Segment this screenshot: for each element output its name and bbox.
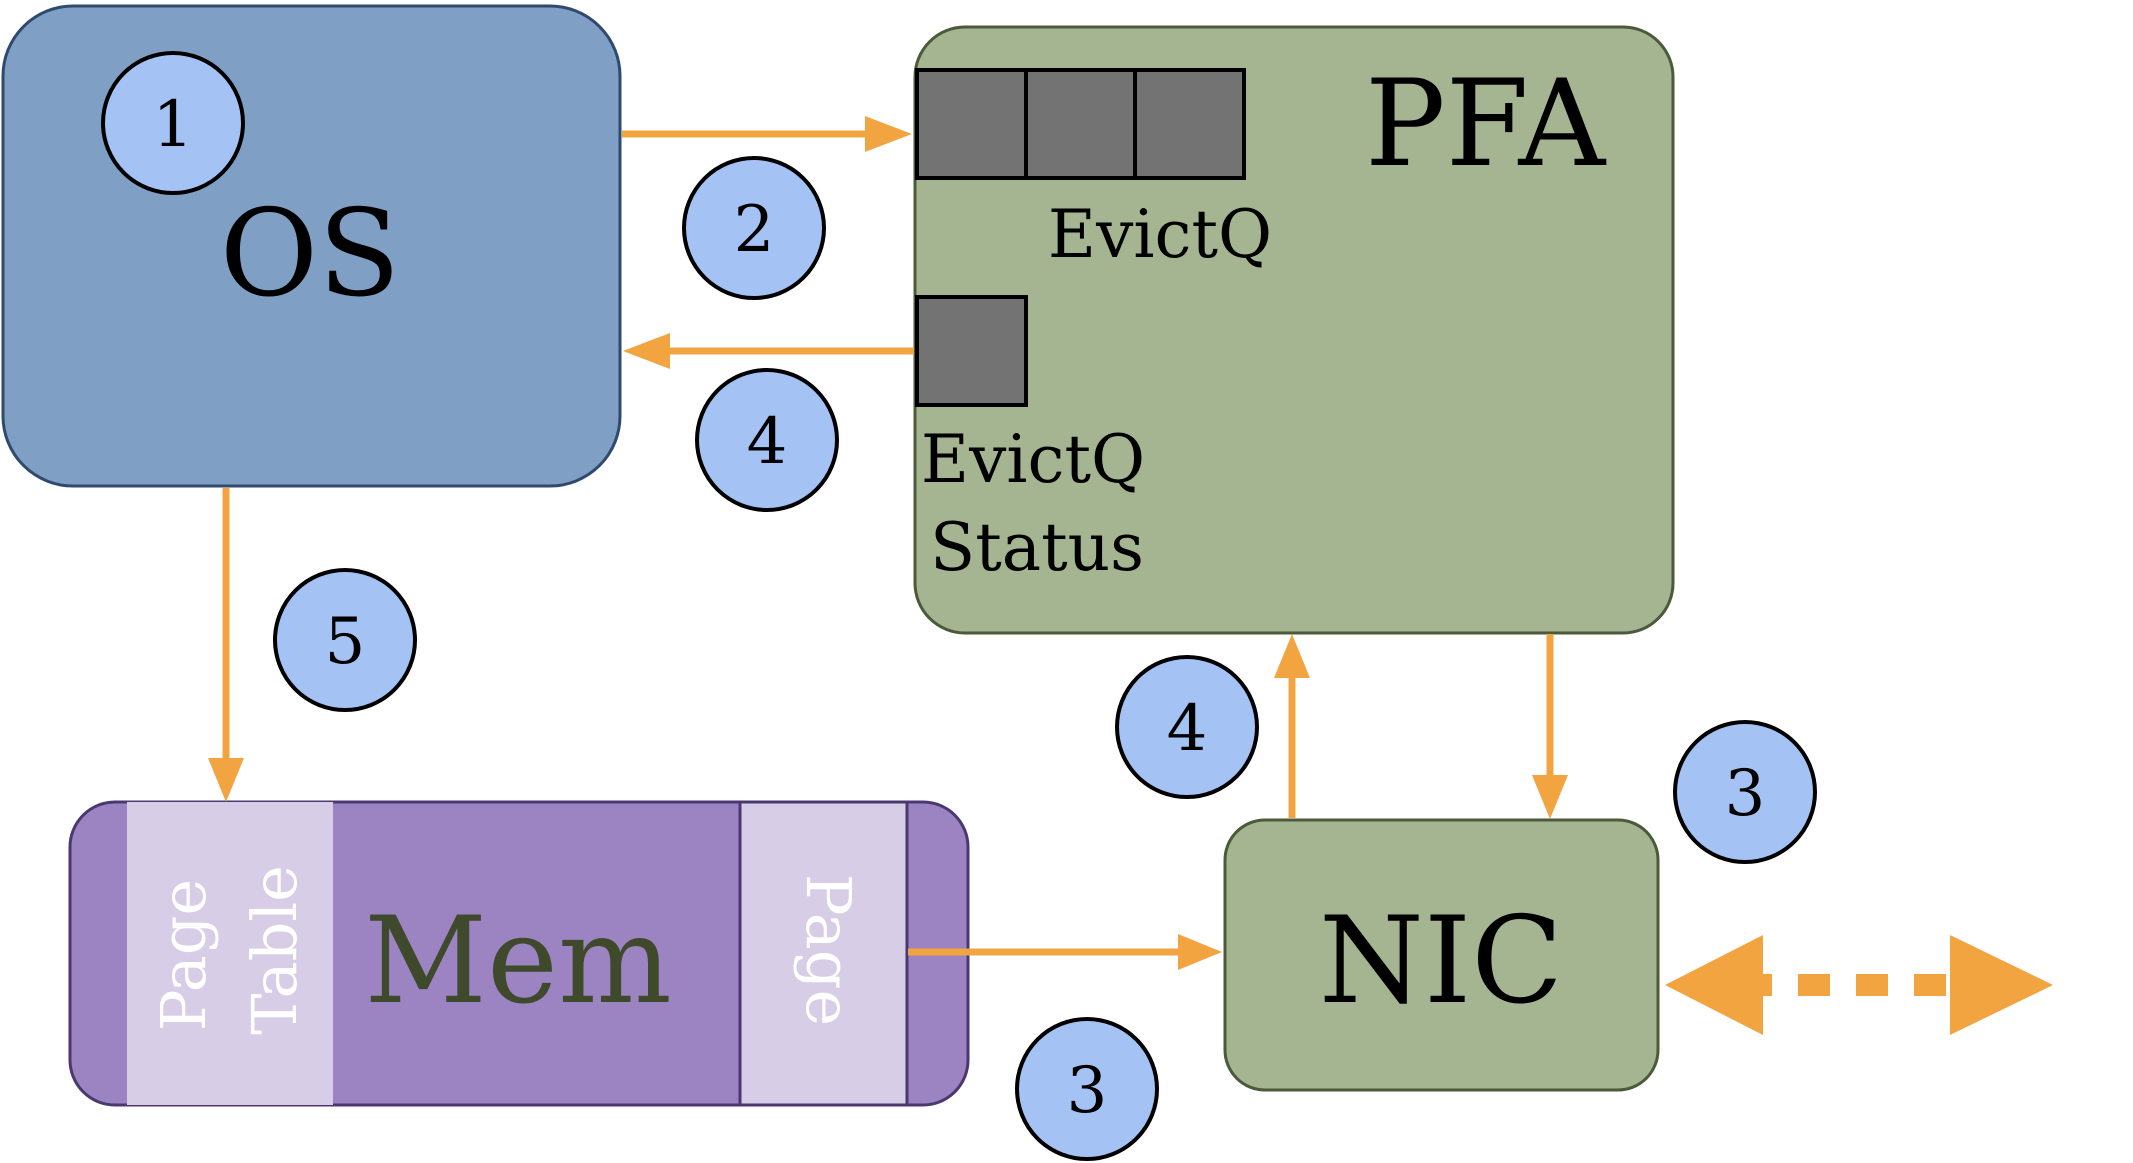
svg-text:3: 3 — [1725, 757, 1766, 831]
svg-text:5: 5 — [325, 605, 366, 679]
step-1-marker: 1 — [101, 51, 245, 195]
step-2-marker: 2 — [682, 156, 826, 300]
arrow-status-to-os-head — [623, 333, 670, 369]
nic-label: NIC — [1319, 892, 1563, 1031]
svg-text:1: 1 — [153, 88, 194, 162]
nic-box — [1223, 818, 1660, 1092]
mem-label: Mem — [364, 892, 672, 1031]
step-4-nic-marker: 4 — [1115, 655, 1259, 799]
network-link-left-head — [1665, 935, 1763, 1035]
evictq-slot — [915, 68, 1028, 180]
step-5-marker: 5 — [273, 568, 417, 712]
nic-block: NIC — [1223, 818, 1660, 1092]
evictq-status-slot — [915, 295, 1028, 407]
evictq-status-label-line1: EvictQ — [921, 421, 1145, 498]
arrow-page-to-nic-head — [1178, 934, 1222, 970]
page-label: Page — [792, 874, 865, 1026]
os-label: OS — [220, 185, 401, 324]
svg-text:4: 4 — [747, 405, 788, 479]
evictq-status: EvictQ Status — [915, 295, 1145, 586]
page-table-label-line1: Page — [147, 879, 220, 1031]
arrows — [208, 116, 2053, 1035]
page-table-region — [127, 802, 333, 1105]
arrow-nic-to-pfa-head — [1274, 634, 1310, 678]
arrow-pfa-to-nic-head — [1532, 775, 1568, 819]
evictq-status-label-line2: Status — [930, 509, 1144, 586]
pfa-block: PFA EvictQ EvictQ Status — [913, 25, 1675, 635]
mem-block: Page Table Mem Page — [68, 800, 970, 1107]
evictq-slot — [1133, 68, 1246, 180]
evictq: EvictQ — [915, 68, 1272, 273]
step-3-mem-marker: 3 — [1015, 1017, 1159, 1161]
svg-text:3: 3 — [1067, 1054, 1108, 1128]
svg-text:4: 4 — [1167, 692, 1208, 766]
evictq-slot — [1024, 68, 1137, 180]
step-4-os-marker: 4 — [695, 368, 839, 512]
evictq-label: EvictQ — [1048, 196, 1272, 273]
arrow-os-to-evictq-head — [865, 116, 912, 152]
svg-text:2: 2 — [734, 193, 775, 267]
pfa-label: PFA — [1365, 55, 1607, 194]
step-3-nic-marker: 3 — [1673, 720, 1817, 864]
arrow-os-to-pagetable-head — [208, 758, 244, 802]
step-markers: 1 2 4 5 4 3 3 — [101, 51, 1817, 1161]
os-block: OS — [1, 4, 622, 488]
page-table-label-line2: Table — [238, 865, 311, 1035]
page-region — [738, 800, 909, 1107]
network-link-right-head — [1950, 935, 2053, 1035]
